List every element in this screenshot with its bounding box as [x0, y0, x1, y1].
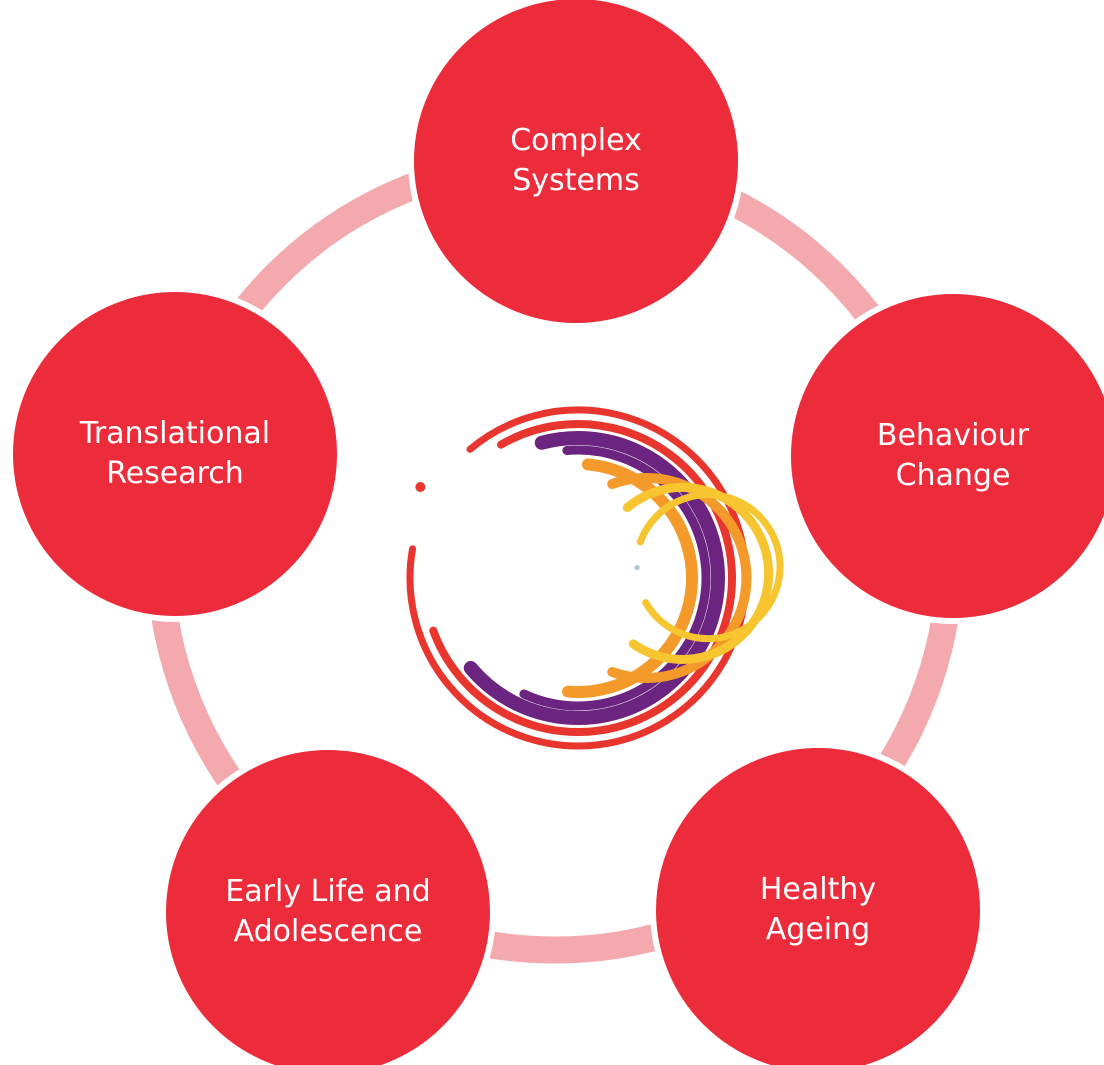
swirl-arc-8 — [636, 491, 784, 643]
node-behaviour-change: Behaviour Change — [785, 288, 1104, 624]
node-healthy-ageing: Healthy Ageing — [650, 742, 986, 1065]
node-early-life-and-adolescence: Early Life and Adolescence — [160, 744, 496, 1065]
node-complex-systems: Complex Systems — [408, 0, 744, 329]
swirl-arc-4 — [519, 445, 711, 711]
swirl-arc-6 — [607, 473, 752, 683]
swirl-arc-7 — [622, 482, 774, 664]
swirl-arc-2 — [429, 420, 736, 736]
swirl-arc-1 — [406, 406, 750, 750]
node-translational-research: Translational Research — [7, 286, 343, 622]
swirl-arc-3 — [463, 431, 725, 725]
